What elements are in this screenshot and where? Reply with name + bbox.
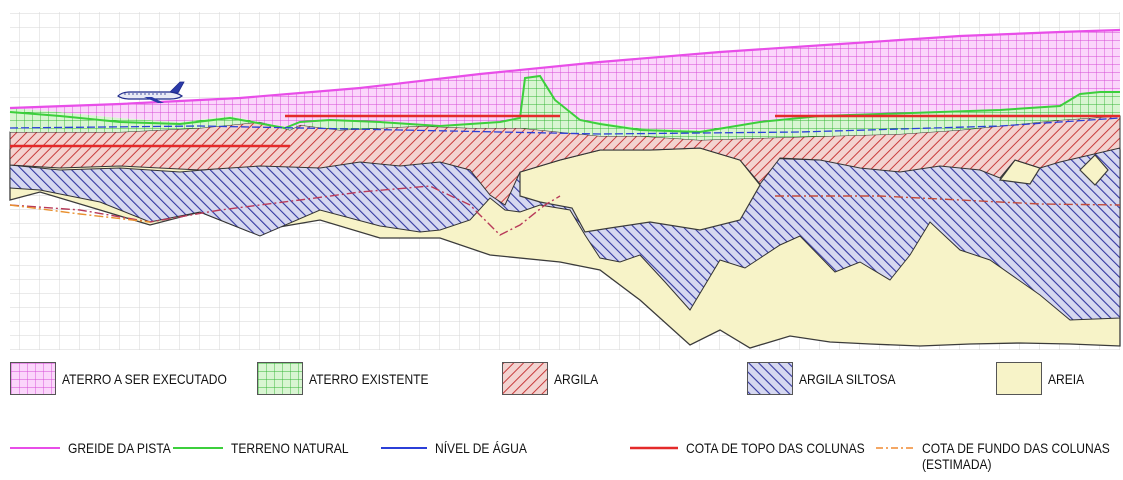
legend-label: ARGILA [554, 370, 599, 387]
legend-item-argila-siltosa: ARGILA SILTOSA [747, 362, 911, 395]
legend-item-argila: ARGILA [502, 362, 605, 395]
legend-label-sub: (ESTIMADA) [922, 456, 992, 472]
nivel-agua-line [9, 117, 1121, 135]
terreno-sample [173, 447, 223, 449]
aterro-existente-swatch [257, 362, 303, 395]
cota-fundo-line [775, 195, 1121, 206]
terreno-natural-line [9, 74, 1120, 134]
legend-label: COTA DE TOPO DAS COLUNAS [686, 440, 865, 456]
argila-swatch [502, 362, 548, 395]
aterro-executar-swatch [10, 362, 56, 395]
geotechnical-section [9, 12, 1121, 350]
legend-label: GREIDE DA PISTA [68, 440, 171, 456]
areia-lens [1079, 154, 1109, 186]
legend-label: ARGILA SILTOSA [799, 370, 896, 387]
legend-label: COTA DE FUNDO DAS COLUNAS [922, 440, 1110, 456]
legend-label: ATERRO A SER EXECUTADO [62, 370, 227, 387]
legend-item-greide: GREIDE DA PISTA [10, 440, 188, 456]
legend-label: NÍVEL DE ÁGUA [435, 440, 527, 456]
legend-lines: GREIDE DA PISTA TERRENO NATURAL NÍVEL DE… [0, 440, 1123, 480]
argila-siltosa-swatch [747, 362, 793, 395]
legend-item-aterro-existente: ATERRO EXISTENTE [257, 362, 448, 395]
airplane-icon [117, 81, 185, 103]
aterro-executar-layer [10, 30, 1120, 130]
areia-swatch [996, 362, 1042, 395]
cota-fundo-line [9, 204, 151, 223]
greide-line [9, 28, 1121, 110]
legend-label: AREIA [1048, 370, 1085, 387]
legend-label: TERRENO NATURAL [231, 440, 349, 456]
cota-topo-sample [630, 446, 678, 450]
legend-item-nivel-agua: NÍVEL DE ÁGUA [381, 440, 542, 456]
cota-topo-line [10, 114, 1120, 148]
nivel-agua-sample [381, 447, 427, 449]
legend-item-aterro-executar: ATERRO A SER EXECUTADO [10, 362, 254, 395]
legend-item-cota-topo: COTA DE TOPO DAS COLUNAS [630, 440, 894, 456]
legend-fills: ATERRO A SER EXECUTADO ATERRO EXISTENTE … [0, 362, 1123, 402]
cota-fundo-sample [876, 447, 916, 449]
legend-item-terreno: TERRENO NATURAL [173, 440, 368, 456]
legend-item-cota-fundo: COTA DE FUNDO DAS COLUNAS (ESTIMADA) [876, 440, 1123, 472]
legend-label: ATERRO EXISTENTE [309, 370, 429, 387]
legend-item-areia: AREIA [996, 362, 1090, 395]
greide-sample [10, 447, 60, 449]
